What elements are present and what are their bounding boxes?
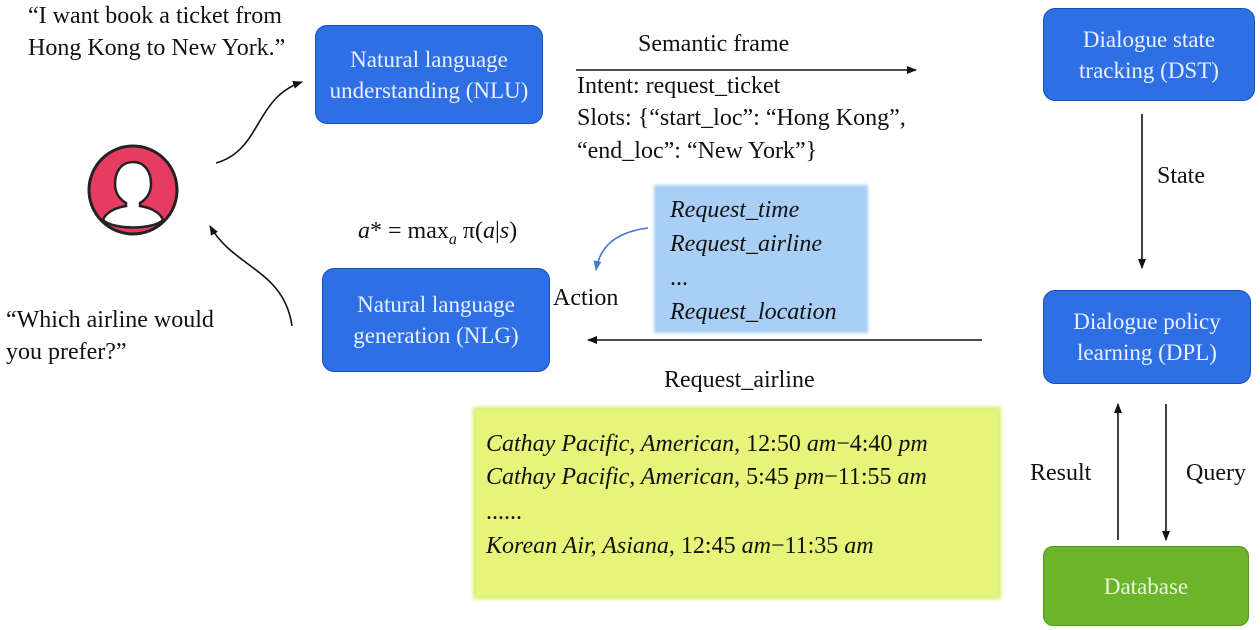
result-row: Cathay Pacific, American, 5:45 pm−11:55 … (486, 464, 927, 490)
action-label: Action (553, 285, 619, 311)
request-airline-label: Request_airline (664, 367, 815, 393)
action-item: Request_airline (670, 231, 822, 257)
dpl-box: Dialogue policy learning (DPL) (1043, 290, 1251, 384)
dst-box: Dialogue state tracking (DST) (1043, 8, 1255, 101)
result-row: Cathay Pacific, American, 12:50 am−4:40 … (486, 431, 928, 457)
state-label: State (1157, 163, 1205, 189)
actions-list: Request_time Request_airline ... Request… (670, 193, 837, 329)
arrow-user-to-nlu (215, 81, 303, 164)
user-utterance: “I want book a ticket from Hong Kong to … (28, 3, 286, 61)
slots-line-1: Slots: {“start_loc”: “Hong Kong”, (577, 105, 906, 131)
action-item: Request_time (670, 197, 800, 223)
slots-line-2: “end_loc”: “New York”} (577, 138, 818, 164)
action-item: ... (670, 265, 688, 291)
policy-formula: a* = maxa π(a|s) (358, 218, 518, 248)
arrow-action-curve (593, 227, 649, 271)
action-item: Request_location (670, 299, 837, 325)
result-label: Result (1030, 460, 1092, 486)
nlg-box: Natural language generation (NLG) (322, 268, 550, 372)
result-row: Korean Air, Asiana, 12:45 am−11:35 am (486, 533, 874, 559)
user-avatar-icon (87, 144, 179, 236)
actions-note (656, 187, 866, 331)
database-box: Database (1043, 546, 1249, 626)
system-utterance: “Which airline would you prefer?” (6, 307, 214, 365)
semantic-frame-label: Semantic frame (638, 31, 790, 57)
arrow-nlg-to-user (209, 225, 293, 327)
intent-line: Intent: request_ticket (577, 73, 781, 99)
result-row: ...... (486, 499, 522, 525)
nlu-box: Natural language understanding (NLU) (315, 25, 543, 124)
database-results: Cathay Pacific, American, 12:50 am−4:40 … (486, 428, 928, 563)
query-label: Query (1186, 460, 1246, 486)
database-results-note (476, 410, 998, 596)
